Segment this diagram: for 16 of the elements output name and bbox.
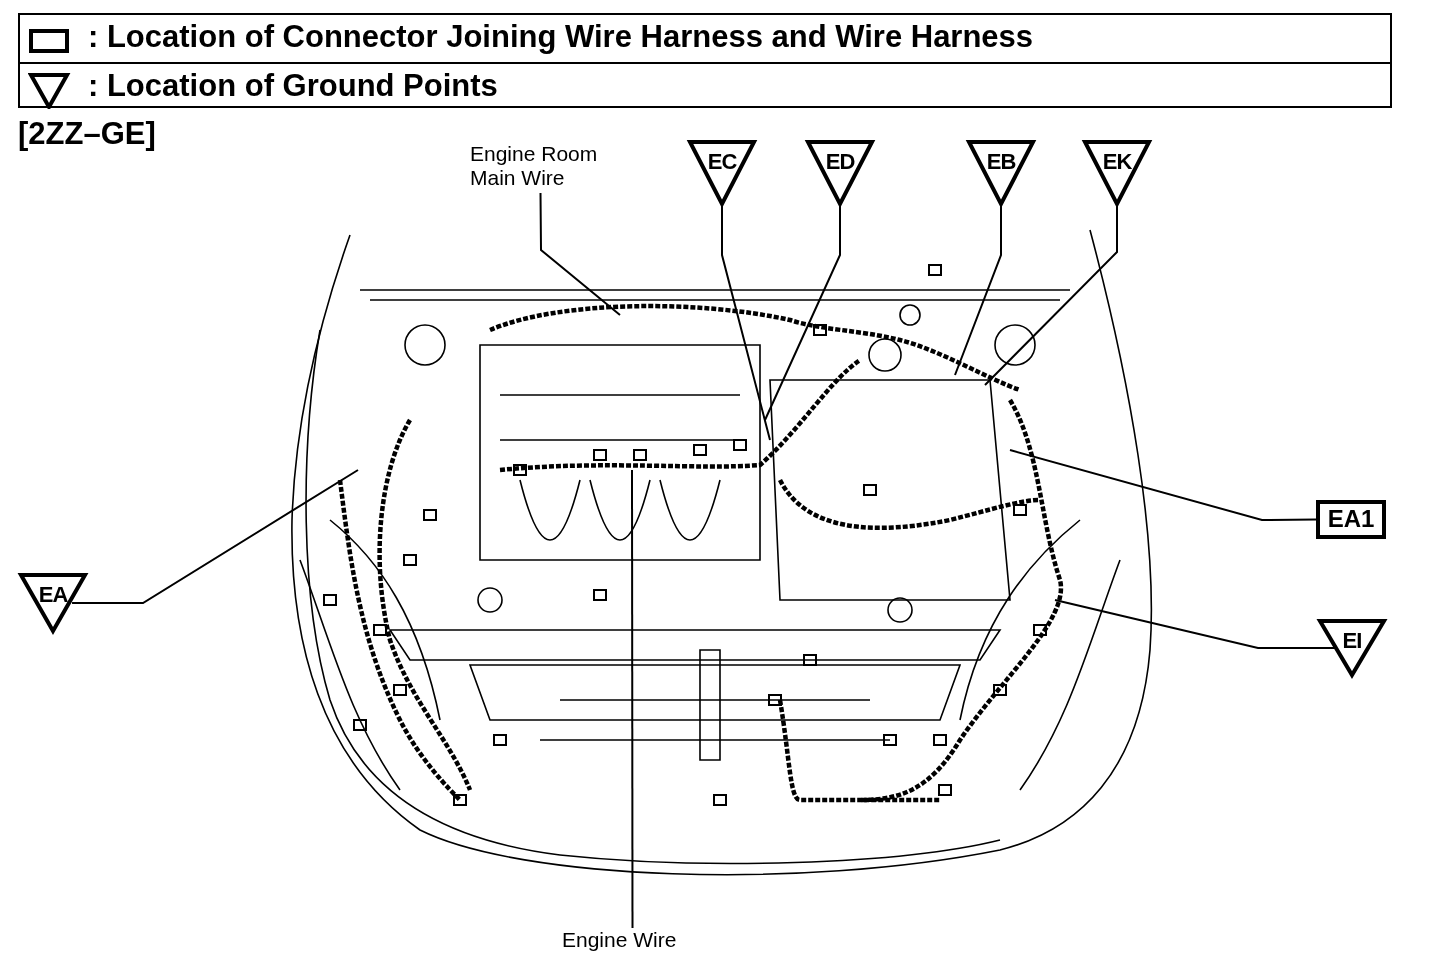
ground-point-marker: ED: [806, 140, 874, 206]
leader-line: [631, 469, 634, 929]
legend-text: : Location of Ground Points: [88, 68, 498, 104]
leader-line: [71, 469, 359, 604]
ground-point-marker: EC: [688, 140, 756, 206]
leader-line: [1009, 449, 1317, 521]
connector-location-marker: EA1: [1316, 500, 1386, 539]
ground-point-marker: EB: [967, 140, 1035, 206]
ground-point-marker: EA: [19, 573, 87, 633]
wire-name-label: Engine Wire: [562, 928, 712, 954]
ground-point-marker: EI: [1318, 619, 1386, 677]
legend-text: : Location of Connector Joining Wire Harness and Wire Harness: [88, 19, 1034, 55]
wire-name-label: Engine Room Main Wire: [470, 142, 620, 192]
ground-point-marker: EK: [1083, 140, 1151, 206]
leader-line: [539, 192, 621, 316]
engine-code-label: [2ZZ–GE]: [18, 116, 156, 152]
